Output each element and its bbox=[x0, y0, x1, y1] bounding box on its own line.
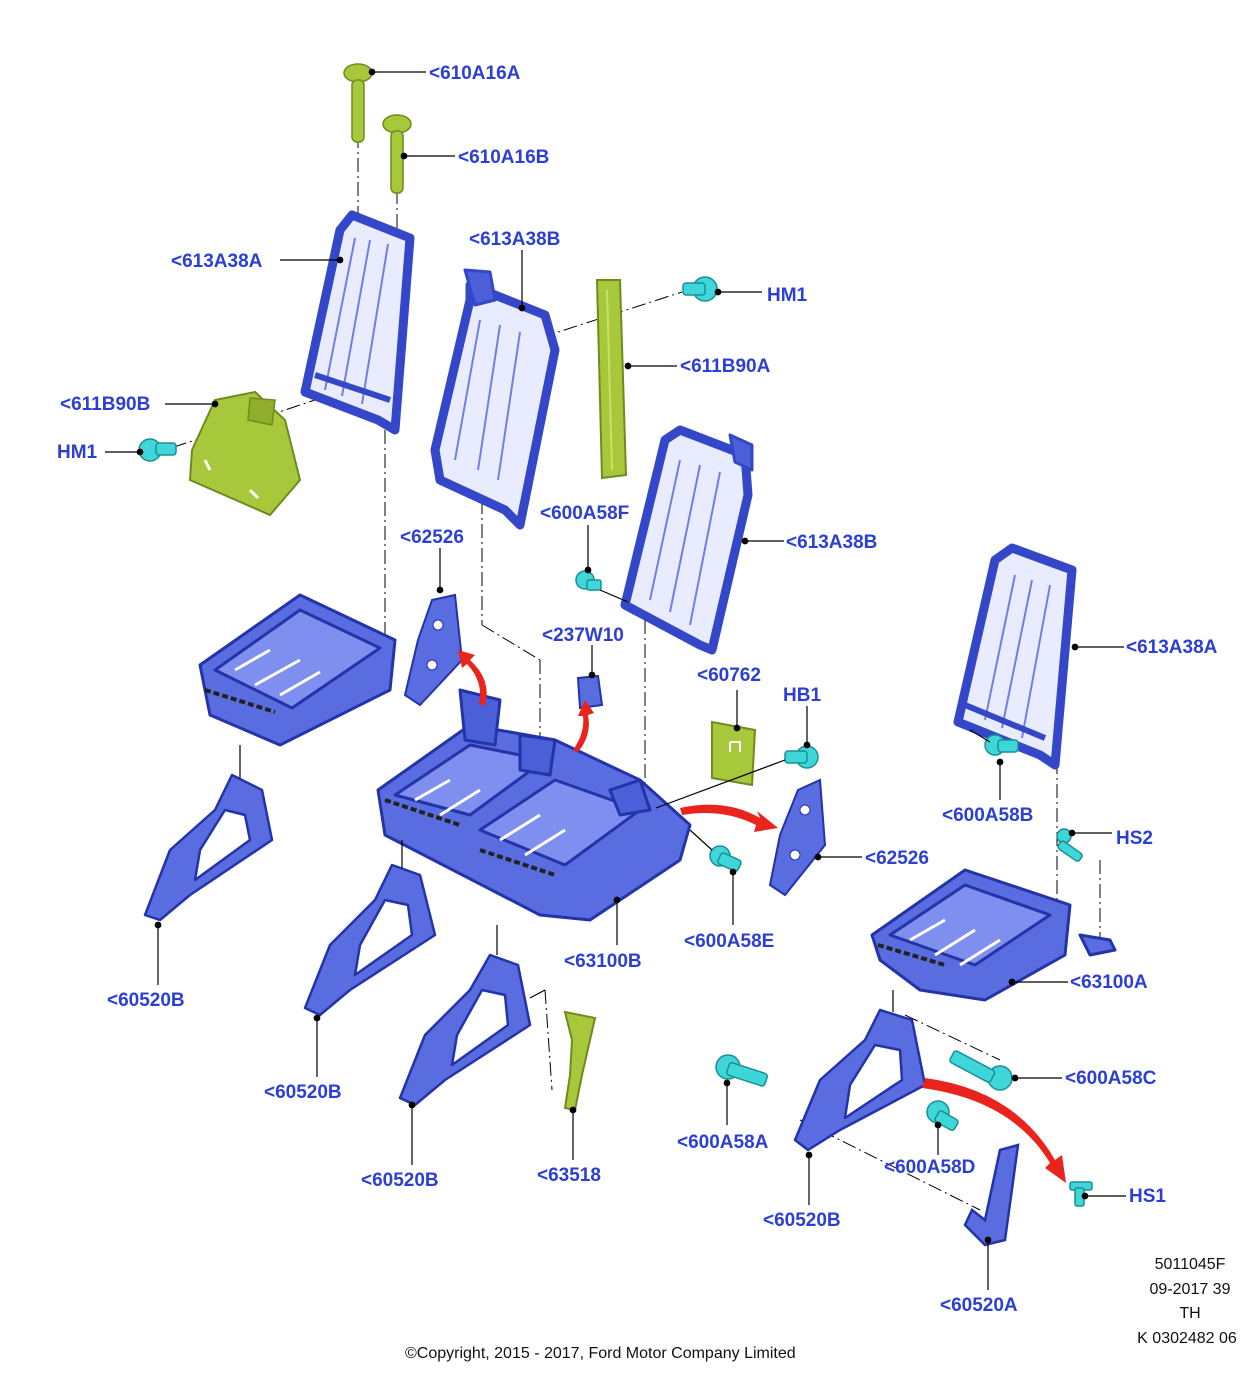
trim-strip-611B90A bbox=[595, 279, 628, 480]
label-60762 bbox=[711, 720, 757, 787]
callout-60520B-2: <60520B bbox=[264, 1082, 342, 1103]
seat-cushion-frame-left bbox=[198, 593, 397, 747]
pin-HS1 bbox=[1069, 1181, 1093, 1207]
callout-600A58D: <600A58D bbox=[884, 1157, 976, 1178]
callout-HS1: HS1 bbox=[1129, 1186, 1166, 1207]
callout-63100B: <63100B bbox=[564, 951, 642, 972]
callout-63518: <63518 bbox=[537, 1165, 601, 1186]
bracket-62526-top bbox=[403, 593, 464, 707]
callout-HM1-left: HM1 bbox=[57, 442, 98, 463]
callout-610A16A: <610A16A bbox=[429, 63, 521, 84]
backrest-frame-613A38B-right bbox=[620, 425, 754, 655]
callout-611B90A: <611B90A bbox=[680, 356, 771, 377]
callout-HM1-right: HM1 bbox=[767, 285, 808, 306]
callout-62526-top: <62526 bbox=[400, 527, 464, 548]
callout-HB1: HB1 bbox=[783, 685, 822, 706]
fastener-HB1 bbox=[784, 745, 819, 769]
trim-611B90B bbox=[188, 390, 302, 517]
motion-arrows bbox=[458, 650, 1066, 1183]
bracket-62526-right bbox=[768, 778, 827, 897]
callout-610A16B: <610A16B bbox=[458, 147, 550, 168]
motion-arrow-1 bbox=[458, 650, 487, 705]
callout-613A38A-top: <613A38A bbox=[171, 251, 263, 272]
pin-610A16A bbox=[343, 63, 373, 143]
meta-ref-number: K 0302482 06 bbox=[1137, 1330, 1237, 1347]
callout-600A58F: <600A58F bbox=[540, 503, 630, 524]
meta-doc-number: 5011045F bbox=[1154, 1256, 1226, 1273]
fastener-HM1-right bbox=[682, 276, 718, 302]
backrest-frame-613A38A-right bbox=[953, 543, 1077, 770]
bracket-60520A bbox=[963, 1143, 1020, 1247]
seat-cushion-frame-63100B bbox=[376, 688, 692, 922]
leg-60520B-4 bbox=[793, 1008, 927, 1152]
backrest-frame-613A38B-middle bbox=[430, 268, 560, 530]
fastener-600A58F bbox=[575, 570, 602, 591]
seat-cushion-frame-63100A bbox=[870, 868, 1117, 1002]
callout-237W10: <237W10 bbox=[542, 625, 624, 646]
backrest-frame-613A38A-left bbox=[300, 210, 415, 435]
callout-HS2: HS2 bbox=[1116, 828, 1153, 849]
pin-HS2 bbox=[1056, 828, 1083, 862]
callout-611B90B: <611B90B bbox=[60, 394, 151, 415]
callout-62526-right: <62526 bbox=[865, 848, 929, 869]
fastener-600A58E bbox=[709, 845, 742, 872]
callout-60762: <60762 bbox=[697, 665, 761, 686]
meta-region: TH bbox=[1179, 1305, 1201, 1322]
callout-613A38B-mid: <613A38B bbox=[469, 229, 561, 250]
callout-613A38B-right: <613A38B bbox=[786, 532, 878, 553]
clip-237W10 bbox=[576, 674, 604, 710]
bolt-600A58D bbox=[926, 1100, 959, 1132]
motion-arrow-2 bbox=[573, 700, 594, 752]
fastener-HM1-left bbox=[138, 438, 177, 462]
leg-60520B-1 bbox=[143, 773, 274, 922]
callout-600A58A: <600A58A bbox=[677, 1132, 769, 1153]
motion-arrow-4 bbox=[922, 1078, 1066, 1183]
bolt-600A58C bbox=[949, 1050, 1013, 1091]
callout-60520B-1: <60520B bbox=[107, 990, 185, 1011]
callout-600A58B: <600A58B bbox=[942, 805, 1034, 826]
callout-63100A: <63100A bbox=[1070, 972, 1148, 993]
callout-60520A: <60520A bbox=[940, 1295, 1018, 1316]
fastener-600A58B bbox=[984, 734, 1019, 756]
meta-date-code: 09-2017 39 bbox=[1149, 1281, 1231, 1298]
leg-60520B-3 bbox=[398, 953, 532, 1107]
callout-60520B-4: <60520B bbox=[763, 1210, 841, 1231]
bolt-600A58A bbox=[715, 1054, 769, 1087]
leg-60520B-2 bbox=[303, 863, 437, 1017]
pin-610A16B bbox=[382, 114, 412, 194]
motion-arrow-3 bbox=[680, 804, 778, 832]
callout-600A58E: <600A58E bbox=[684, 931, 775, 952]
callout-60520B-3: <60520B bbox=[361, 1170, 439, 1191]
callout-600A58C: <600A58C bbox=[1065, 1068, 1157, 1089]
copyright-notice: ©Copyright, 2015 - 2017, Ford Motor Comp… bbox=[405, 1345, 796, 1362]
callout-613A38A-right: <613A38A bbox=[1126, 637, 1218, 658]
callout-leaders bbox=[105, 68, 1126, 1290]
strap-63518 bbox=[563, 1010, 597, 1112]
